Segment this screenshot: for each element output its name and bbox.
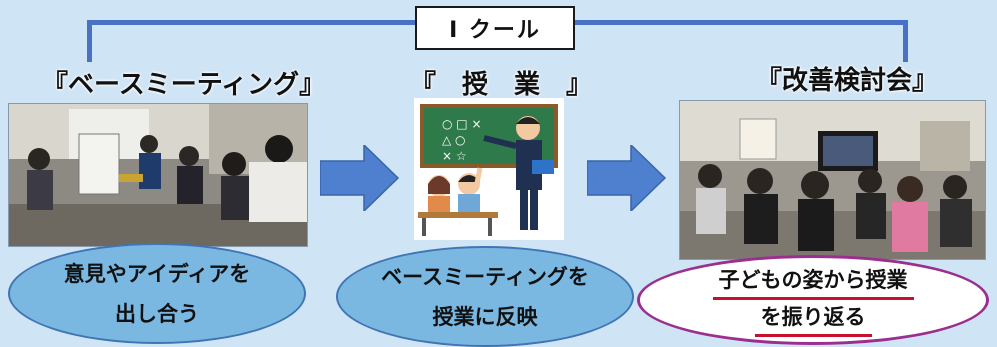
description-line-highlighted: を振り返る [754,300,872,337]
stage-title-improvement-review: 『改善検討会』 [756,66,939,96]
svg-text:△ ○: △ ○ [442,133,466,147]
description-line-highlighted: 子どもの姿から授業 [712,263,914,300]
stage-title-base-meeting: 『ベースミーティング』 [42,70,326,100]
cycle-bracket-left-vertical [87,20,92,62]
cycle-bracket-right-vertical [903,20,908,62]
description-line: 出し合う [115,301,199,326]
cycle-label: Ⅰ クール [415,6,575,50]
description-line: ベースミーティングを [381,264,589,289]
description-line: 授業に反映 [432,304,538,329]
svg-text:× ☆: × ☆ [442,149,467,163]
svg-text:○ □ ×: ○ □ × [442,117,482,131]
cycle-bracket-left-horizontal [87,20,417,25]
photo-base-meeting [8,103,308,247]
arrow-right-icon [320,145,400,211]
lesson-illustration: ○ □ × △ ○ × ☆ [414,98,564,240]
description-oval-lesson: ベースミーティングを 授業に反映 [336,246,634,347]
photo-improvement-review [679,100,986,260]
description-oval-improvement-review: 子どもの姿から授業 を振り返る [637,255,989,345]
stage-title-lesson: 『 授 業 』 [410,70,593,100]
arrow-right-icon [587,145,667,211]
cycle-bracket-right-horizontal [573,20,908,25]
description-line: 意見やアイディアを [63,261,251,286]
description-oval-base-meeting: 意見やアイディアを 出し合う [8,243,306,344]
